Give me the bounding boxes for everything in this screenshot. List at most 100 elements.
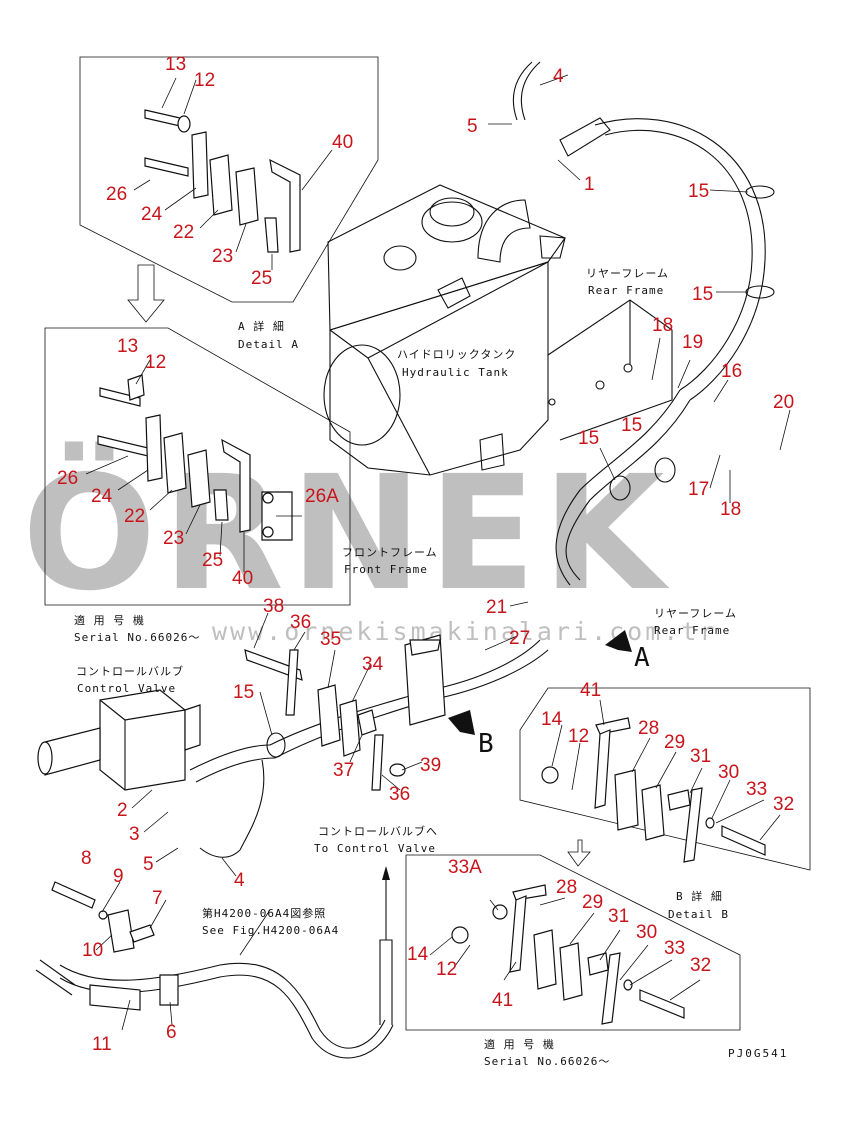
callout-36b: 36 [389,784,410,805]
callout-18b: 18 [720,499,741,520]
detail-a-new-frame [44,327,351,606]
control-valve [37,689,201,791]
callout-34: 34 [362,654,384,675]
see-fig-jp: 第H4200-06A4図参照 [202,906,326,920]
callout-4b: 4 [234,870,245,891]
callout-12d: 12 [436,959,457,980]
callout-23a: 23 [212,246,233,267]
rear-frame-top-en: Rear Frame [588,284,664,297]
callout-18a: 18 [652,315,673,336]
callout-31a: 31 [690,746,711,767]
to-control-valve-jp: コントロールバルブへ [318,824,438,838]
view-a-label: A [634,643,650,673]
hydraulic-tank [323,184,566,476]
callout-36a: 36 [290,612,311,633]
callout-24b: 24 [91,486,113,507]
callout-15b: 15 [692,284,713,305]
detail-a-new-parts [97,374,293,541]
hydraulic-tank-jp: ハイドロリックタンク [397,348,516,361]
text-labels: リヤーフレーム Rear Frame ハイドロリックタンク Hydraulic … [74,267,788,1068]
callout-24a: 24 [141,204,163,225]
callout-3: 3 [129,824,140,845]
callout-29b: 29 [582,892,603,913]
control-valve-en: Control Valve [77,682,176,695]
rear-frame-mid-en: Rear Frame [654,624,730,637]
callout-6: 6 [166,1022,177,1043]
callout-38: 38 [263,596,284,617]
serial-b-jp: 適 用 号 機 [484,1037,555,1051]
callout-33b: 33 [664,938,685,959]
callout-15c: 15 [621,415,642,436]
callout-4a: 4 [553,66,564,87]
view-arrows [448,630,632,735]
callout-25a: 25 [251,268,272,289]
view-b-label: B [478,729,494,759]
callout-19: 19 [682,332,703,353]
watermark-brand: ÖRNEK [22,440,671,626]
callout-30b: 30 [636,922,657,943]
callout-7: 7 [152,888,163,909]
callout-41a: 41 [580,680,601,701]
rear-frame [547,299,673,441]
callout-5b: 5 [143,854,154,875]
callout-32b: 32 [690,955,711,976]
front-frame-en: Front Frame [344,563,428,576]
callout-35: 35 [320,629,341,650]
callout-28a: 28 [638,718,659,739]
callout-33a: 33 [746,779,767,800]
hydraulic-tank-en: Hydraulic Tank [402,366,509,379]
see-fig-en: See Fig.H4200-06A4 [202,924,339,937]
callout-1: 1 [584,174,595,195]
front-frame-jp: フロントフレーム [342,546,438,559]
callout-32a: 32 [773,794,794,815]
callout-2: 2 [117,800,128,821]
callout-20: 20 [773,392,794,413]
callout-13a: 13 [165,54,186,75]
callout-8: 8 [81,848,92,869]
callout-23b: 23 [163,528,184,549]
rear-frame-top-jp: リヤーフレーム [586,267,669,280]
callout-26b: 26 [57,468,78,489]
detail-a-en: Detail A [238,338,299,351]
callouts: 1 2 3 4 4 5 5 6 7 8 9 10 11 12 12 12 12 … [57,54,794,1055]
callout-14a: 14 [541,709,563,730]
callout-11: 11 [92,1034,112,1055]
callout-39: 39 [420,755,441,776]
callout-10: 10 [82,940,103,961]
callout-28b: 28 [556,877,577,898]
detail-b-parts [451,717,766,1025]
callout-15e: 15 [233,682,254,703]
clamp-assembly-center [244,634,446,791]
callout-31b: 31 [608,906,629,927]
to-control-valve-en: To Control Valve [314,842,436,855]
drawing-code: PJ0G541 [728,1047,788,1060]
serial-a-en: Serial No.66026～ [74,631,200,644]
serial-b-en: Serial No.66026～ [484,1055,610,1068]
callout-40a: 40 [332,132,353,153]
callout-21: 21 [486,597,507,618]
detail-b-en: Detail B [668,908,729,921]
callout-26A: 26A [305,486,339,507]
callout-13b: 13 [117,336,138,357]
serial-a-jp: 適 用 号 機 [74,613,145,627]
callout-25b: 25 [202,550,223,571]
callout-9: 9 [113,866,124,887]
callout-27: 27 [509,628,530,649]
callout-12c: 12 [568,726,589,747]
callout-30a: 30 [718,762,739,783]
callout-22b: 22 [124,506,145,527]
detail-b-frames [405,687,811,1031]
detail-a-old-parts [144,109,301,253]
control-valve-jp: コントロールバルブ [76,664,184,678]
rear-frame-mid-jp: リヤーフレーム [654,607,737,620]
callout-33A: 33A [448,857,482,878]
callout-12b: 12 [145,352,166,373]
leader-lines [85,74,791,1031]
watermark-url: www.ornekismakinalari.com.tr [212,617,717,646]
callout-22a: 22 [173,222,194,243]
callout-16: 16 [721,361,742,382]
callout-40b: 40 [232,568,253,589]
callout-15a: 15 [688,181,709,202]
callout-41b: 41 [492,990,513,1011]
